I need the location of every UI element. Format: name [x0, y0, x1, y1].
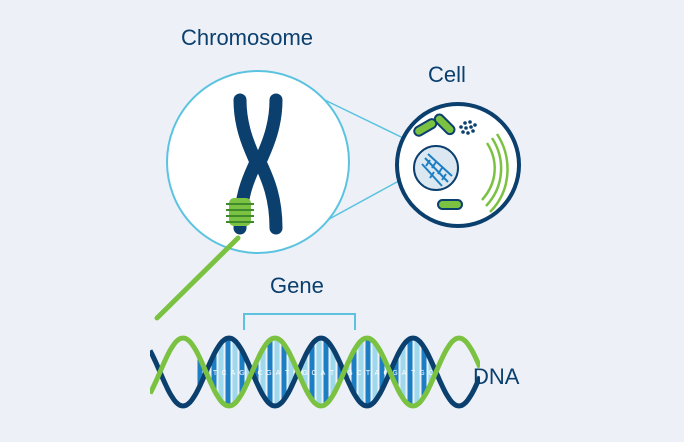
base-letter: A: [231, 370, 236, 377]
mitochondrion: [433, 113, 456, 136]
base-letter: G: [266, 370, 271, 377]
base-letter: C: [311, 370, 316, 377]
base-letter: A: [402, 370, 407, 377]
nucleus: [413, 145, 459, 191]
base-letter: A: [321, 370, 326, 377]
chromosome-gene-band: [226, 198, 254, 226]
base-letter: A: [276, 370, 281, 377]
base-letter: T: [213, 370, 218, 377]
base-letter: G: [419, 370, 424, 377]
gene-pointer-line: [154, 235, 241, 321]
base-letter: T: [411, 370, 416, 377]
dna-strand-green: [150, 335, 480, 409]
base-letter: G: [392, 370, 397, 377]
base-letter: T: [330, 370, 335, 377]
base-letter: G: [302, 370, 307, 377]
endoplasmic-reticulum: [481, 133, 509, 213]
nucleus-chromatin: [421, 153, 453, 187]
base-letter: G: [239, 370, 244, 377]
base-letter: C: [257, 370, 262, 377]
base-letter: A: [375, 370, 380, 377]
cell-illustration: [395, 102, 521, 228]
dna-label: DNA: [473, 364, 520, 389]
ribosome-dots: [459, 120, 477, 135]
gene-label: Gene: [270, 273, 324, 298]
gene-bracket: [243, 313, 356, 330]
base-letter: C: [383, 370, 388, 377]
base-letter: G: [347, 370, 352, 377]
base-letter: C: [356, 370, 361, 377]
mitochondrion: [437, 199, 463, 210]
chromosome-label: Chromosome: [181, 25, 314, 50]
base-letter: C: [428, 370, 433, 377]
base-letter: T: [285, 370, 290, 377]
cell-label: Cell: [428, 62, 466, 87]
base-letter: C: [221, 370, 226, 377]
base-letter: T: [366, 370, 371, 377]
